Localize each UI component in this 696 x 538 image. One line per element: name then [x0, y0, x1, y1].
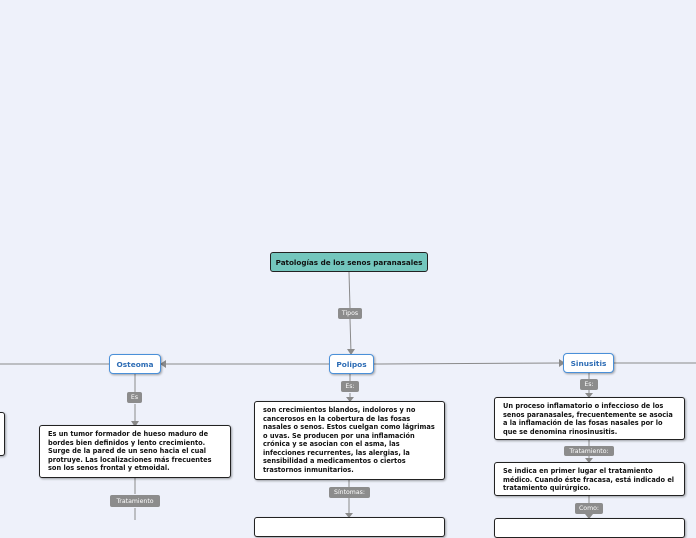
root-topic[interactable]: Patologías de los senos paranasales	[270, 252, 428, 272]
offscreen-node-left[interactable]	[0, 412, 5, 456]
topic-osteoma-title: Osteoma	[116, 359, 154, 369]
topic-sinusitis-title: Sinusitis	[570, 358, 607, 368]
sinusitis-treatment[interactable]: Se indica en primer lugar el tratamiento…	[494, 462, 685, 496]
link-label-polipos-es[interactable]: Es:	[341, 381, 359, 392]
topic-polipos-title: Polipos	[336, 359, 367, 369]
topic-polipos[interactable]: Polipos	[329, 354, 374, 374]
osteoma-description[interactable]: Es un tumor formador de hueso maduro de …	[39, 425, 231, 478]
link-label-tipos[interactable]: Tipos	[338, 308, 362, 319]
sinusitis-como-box[interactable]	[494, 518, 685, 538]
connector-polipos-to-sinusitis	[373, 362, 564, 365]
topic-sinusitis[interactable]: Sinusitis	[563, 353, 614, 373]
connector-tipos-to-polipos	[349, 318, 352, 354]
connector-root-to-tipos	[348, 271, 351, 309]
topic-osteoma[interactable]: Osteoma	[109, 354, 161, 374]
polipos-symptoms-box[interactable]	[254, 517, 445, 537]
link-label-sinusitis-como[interactable]: Como:	[575, 503, 603, 514]
mind-map-canvas: Patologías de los senos paranasales Tipo…	[0, 252, 696, 538]
link-label-polipos-sintomas[interactable]: Síntomas:	[329, 487, 370, 498]
link-label-sinusitis-es[interactable]: Es:	[580, 379, 598, 390]
polipos-description[interactable]: son crecimientos blandos, indoloros y no…	[254, 401, 445, 480]
link-label-osteoma-tratamiento[interactable]: Tratamiento	[110, 495, 160, 507]
link-label-sinusitis-tratamiento[interactable]: Tratamiento:	[564, 446, 614, 456]
sinusitis-description[interactable]: Un proceso inflamatorio o infeccioso de …	[494, 397, 685, 440]
root-topic-title: Patologías de los senos paranasales	[275, 257, 423, 267]
link-label-osteoma-es[interactable]: Es	[127, 392, 142, 403]
